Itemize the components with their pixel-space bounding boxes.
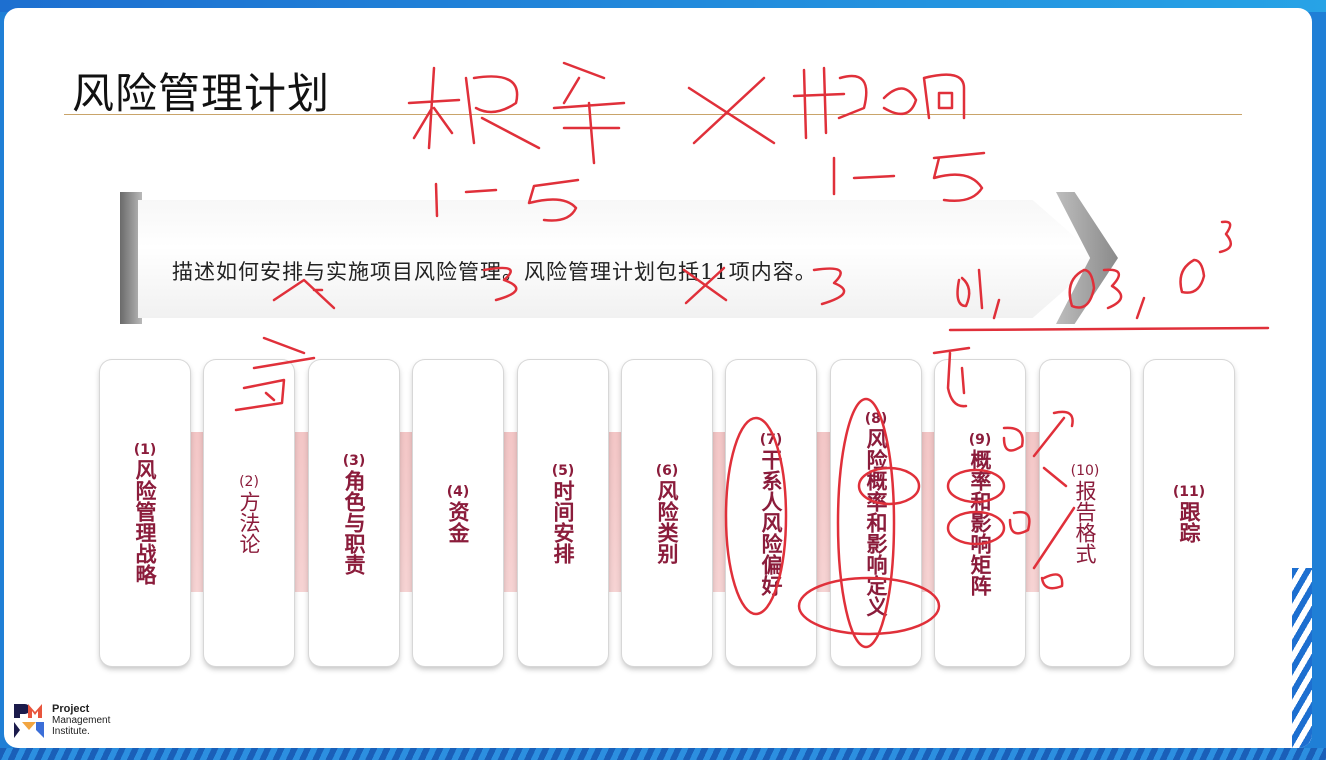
item-label: 风险概率和影响定义 [864,427,888,617]
item-card-2: (2)方法论 [204,360,294,666]
annotation-stroke [407,66,461,150]
item-card-content: (3)角色与职责 [342,452,366,575]
annotation-circle [857,466,921,506]
item-card-content: (4)资金 [446,483,470,543]
item-number: (1) [133,442,157,458]
item-card-content: (2)方法论 [237,473,261,554]
item-card-11: (11)跟踪 [1144,360,1234,666]
annotation-stroke [1008,506,1076,590]
annotation-circle [724,416,788,616]
annotation-stroke [882,73,966,120]
annotation-stroke [932,346,971,408]
banner-edge [120,192,142,324]
annotation-stroke [272,278,336,310]
slide-title: 风险管理计划 [72,69,331,118]
annotation-stroke [812,267,846,306]
item-label: 资金 [446,501,470,543]
pmi-logo-text: Project Management Institute. [52,702,111,737]
item-card-5: (5)时间安排 [518,360,608,666]
slide: 风险管理计划 描述如何安排与实施项目风险管理。风险管理计划包括11项内容。 (1… [4,8,1312,748]
annotation-circle [797,576,941,636]
item-label: 报告格式 [1073,480,1097,564]
annotation-stroke [956,268,1001,320]
item-card-1: (1)风险管理战略 [100,360,190,666]
item-card-content: (7)干系人风险偏好 [759,431,783,596]
item-card-content: (10)报告格式 [1071,462,1100,564]
item-number: (2) [239,473,259,490]
annotation-stroke [552,61,626,165]
logo-line-3: Institute. [52,725,90,737]
annotation-stroke [1179,220,1233,294]
title-divider [64,114,1242,115]
window-frame-bottom [0,748,1326,760]
annotation-stroke [434,178,580,222]
item-card-content: (11)跟踪 [1173,483,1205,543]
annotation-stroke [464,75,541,150]
pmi-logo: Project Management Institute. [12,702,110,738]
banner-body: 描述如何安排与实施项目风险管理。风险管理计划包括11项内容。 [138,200,1100,318]
item-label: 风险类别 [655,480,679,564]
item-card-4: (4)资金 [413,360,503,666]
item-card-6: (6)风险类别 [622,360,712,666]
handwritten-annotations [234,61,1270,649]
item-card-3: (3)角色与职责 [309,360,399,666]
item-number: (9) [968,431,992,448]
item-card-content: (8)风险概率和影响定义 [864,410,888,617]
logo-line-2: Management [52,714,111,726]
item-card-content: (9)概率和影响矩阵 [968,431,992,596]
item-label: 方法论 [237,490,261,554]
item-card-10: (10)报告格式 [1040,360,1130,666]
annotation-stroke [1002,410,1074,488]
item-card-content: (5)时间安排 [551,462,575,564]
annotation-circle [946,468,1006,504]
description-banner: 描述如何安排与实施项目风险管理。风险管理计划包括11项内容。 [120,192,1118,324]
item-label: 角色与职责 [342,469,366,575]
annotation-circle [946,510,1006,546]
slide-edge-decoration [1292,568,1312,748]
annotation-circle [836,397,896,649]
item-label: 干系人风险偏好 [759,448,783,596]
annotation-stroke [948,326,1270,332]
item-number: (3) [342,452,366,469]
annotation-stroke [234,336,316,412]
pmi-logo-icon [12,702,46,738]
annotation-stroke [832,151,986,202]
item-card-content: (1)风险管理战略 [133,441,157,585]
item-label: 跟踪 [1177,501,1201,543]
annotation-stroke [1068,268,1146,320]
item-number: (4) [446,484,470,500]
item-label: 时间安排 [551,480,575,564]
item-number: (5) [551,463,575,479]
item-label: 风险管理战略 [133,459,157,585]
item-number: (11) [1172,484,1206,500]
logo-line-1: Project [52,702,90,715]
annotation-stroke [482,266,518,302]
item-number: (10) [1070,463,1100,479]
item-card-content: (6)风险类别 [655,462,679,564]
annotation-stroke [792,66,868,140]
annotation-stroke [682,266,728,305]
item-label: 概率和影响矩阵 [968,448,992,596]
annotation-stroke [687,76,776,145]
item-number: (6) [655,463,679,479]
description-text: 描述如何安排与实施项目风险管理。风险管理计划包括11项内容。 [172,260,817,284]
